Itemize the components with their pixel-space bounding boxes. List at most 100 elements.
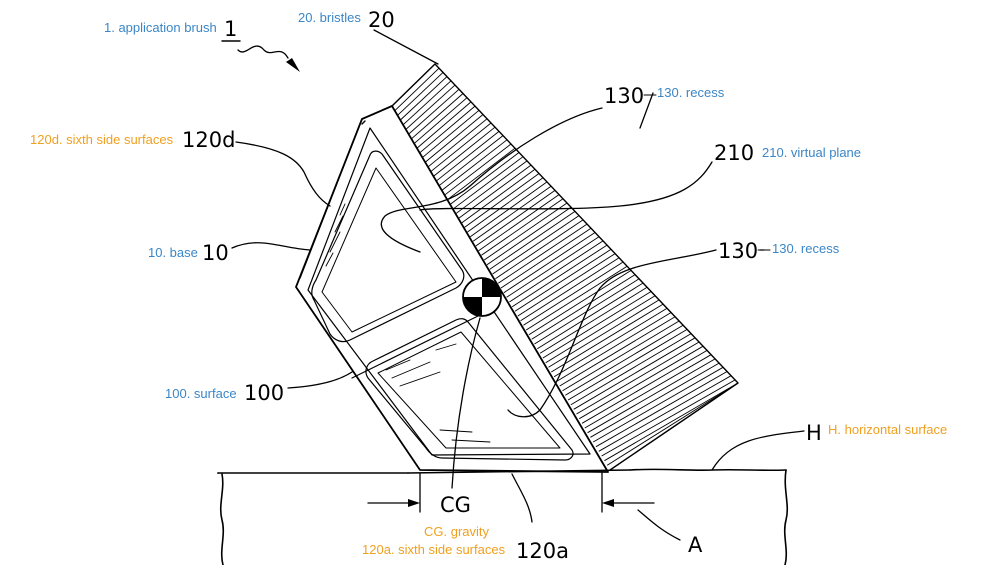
bristle-line bbox=[444, 143, 512, 196]
bristle-line bbox=[439, 135, 504, 186]
bristle-line bbox=[430, 122, 492, 172]
bristle-line bbox=[590, 362, 720, 438]
bristle-line bbox=[517, 253, 616, 317]
ref-CG: CG bbox=[440, 493, 471, 517]
bristle-line bbox=[567, 329, 688, 401]
center-of-gravity-symbol bbox=[462, 277, 502, 317]
bristle-line bbox=[601, 379, 736, 457]
bristle-line bbox=[592, 366, 724, 443]
bristle-line bbox=[525, 265, 628, 331]
bristle-line bbox=[414, 97, 468, 144]
bristle-line bbox=[579, 345, 704, 420]
bristle-line bbox=[581, 350, 708, 424]
bristle-line bbox=[478, 194, 560, 252]
bristle-line bbox=[425, 114, 484, 163]
horizontal-surface bbox=[217, 468, 789, 565]
label-surface: 100. surface bbox=[165, 386, 237, 401]
bristle-line bbox=[411, 93, 464, 140]
ref-120a: 120a bbox=[516, 539, 569, 563]
bristle-line bbox=[450, 152, 520, 205]
label-bristles: 20. bristles bbox=[298, 10, 361, 25]
bristle-line bbox=[416, 101, 472, 149]
bristle-line bbox=[464, 173, 540, 228]
bristle-line bbox=[419, 105, 476, 154]
bristle-line bbox=[495, 219, 584, 280]
ref-A: A bbox=[688, 533, 703, 557]
bristle-line bbox=[576, 341, 700, 415]
bristle-line bbox=[528, 270, 632, 336]
bristle-line bbox=[408, 88, 460, 135]
bristle-line bbox=[405, 84, 456, 130]
bristle-line bbox=[573, 337, 696, 410]
bristle-line bbox=[483, 202, 568, 261]
bristle-line bbox=[506, 236, 600, 298]
label-horizontal-surface: H. horizontal surface bbox=[828, 422, 947, 437]
ref-1: 1 bbox=[224, 17, 237, 41]
bristle-line bbox=[497, 223, 588, 284]
bristle-line bbox=[598, 375, 732, 452]
bristles bbox=[391, 63, 739, 471]
bristle-line bbox=[428, 118, 488, 168]
bristle-line bbox=[584, 354, 712, 429]
annotation-labels: 1. application brush 20. bristles 130. r… bbox=[30, 10, 947, 557]
bristle-line bbox=[433, 126, 496, 177]
bristle-line bbox=[442, 139, 508, 191]
ref-130-upper: 130 bbox=[604, 84, 644, 108]
ref-210: 210 bbox=[714, 141, 754, 165]
bristle-line bbox=[475, 190, 556, 247]
bristle-line bbox=[556, 312, 672, 382]
bristle-line bbox=[553, 307, 668, 378]
bristle-line bbox=[447, 147, 516, 200]
bristle-line bbox=[606, 382, 739, 466]
label-gravity: CG. gravity bbox=[424, 524, 490, 539]
bristle-line bbox=[492, 215, 580, 275]
bristle-line bbox=[542, 291, 652, 359]
bristle-line bbox=[523, 261, 624, 326]
ref-10: 10 bbox=[202, 241, 229, 265]
bristle-line bbox=[545, 295, 656, 364]
bristle-line bbox=[539, 286, 648, 354]
bristle-line bbox=[551, 303, 664, 373]
bristle-line bbox=[500, 227, 592, 289]
label-base: 10. base bbox=[148, 245, 198, 260]
label-virtual-plane: 210. virtual plane bbox=[762, 145, 861, 160]
label-sixth-side-surfaces-a: 120a. sixth side surfaces bbox=[362, 542, 506, 557]
bristle-line bbox=[400, 76, 448, 121]
bristle-line bbox=[604, 382, 739, 462]
bristle-line bbox=[562, 320, 680, 392]
bristle-line bbox=[520, 257, 620, 322]
bristle-line bbox=[402, 80, 452, 126]
base bbox=[295, 105, 609, 473]
bristle-line bbox=[511, 244, 608, 308]
leader-lines bbox=[221, 29, 805, 541]
bristle-line bbox=[467, 177, 544, 233]
ref-120d: 120d bbox=[182, 128, 235, 152]
bristle-line bbox=[509, 240, 604, 303]
bristle-line bbox=[559, 316, 676, 387]
bristle-line bbox=[461, 168, 536, 224]
bristle-line bbox=[595, 371, 728, 448]
bristle-line bbox=[503, 232, 596, 294]
ref-100: 100 bbox=[244, 381, 284, 405]
ref-H: H bbox=[806, 421, 822, 445]
label-application-brush: 1. application brush bbox=[104, 20, 217, 35]
reference-numerals: 1 20 130 120d 210 10 130 100 H CG 120a A bbox=[182, 8, 822, 563]
bristle-line bbox=[609, 382, 739, 471]
bristle-line bbox=[565, 324, 684, 396]
bristle-line bbox=[436, 131, 500, 182]
ref-130-lower: 130 bbox=[718, 239, 758, 263]
bristle-line bbox=[394, 67, 440, 112]
bristle-line bbox=[453, 156, 524, 210]
bristle-line bbox=[537, 282, 644, 350]
bristle-line bbox=[548, 299, 660, 368]
bristle-line bbox=[397, 72, 444, 116]
label-recess-upper: 130. recess bbox=[657, 85, 725, 100]
label-recess-lower: 130. recess bbox=[772, 241, 840, 256]
bristle-line bbox=[514, 248, 612, 312]
bristle-line bbox=[458, 164, 532, 219]
bristle-line bbox=[486, 206, 572, 266]
bristle-line bbox=[489, 211, 576, 270]
bristle-line bbox=[422, 109, 480, 158]
bristle-line bbox=[472, 185, 552, 242]
